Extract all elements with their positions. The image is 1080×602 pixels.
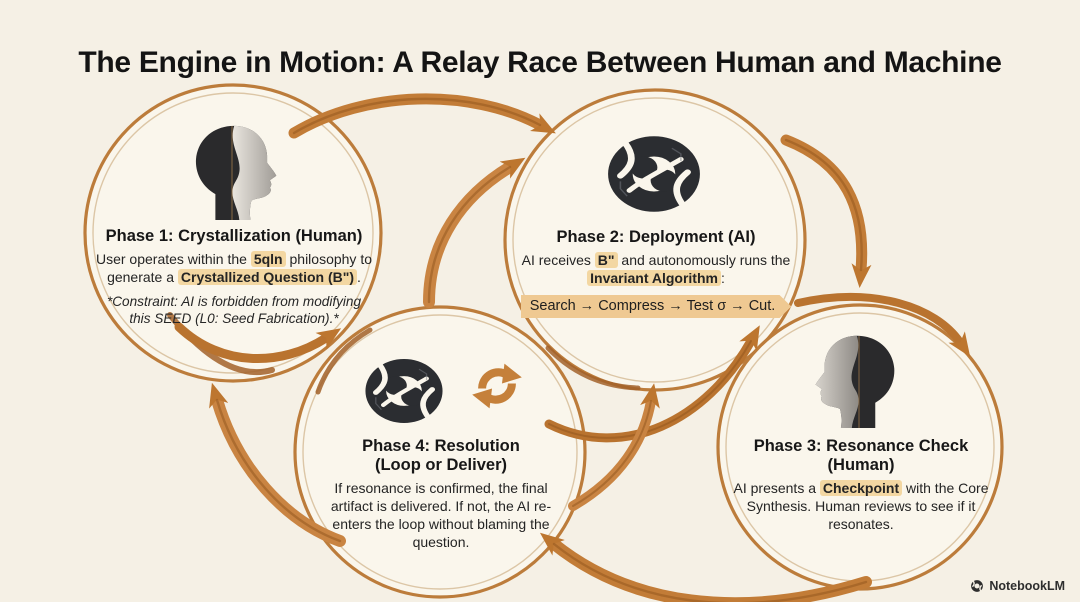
watermark-label: NotebookLM <box>989 579 1065 593</box>
phase-3-body: AI presents a Checkpoint with the Core S… <box>725 479 997 534</box>
flow-arrow-p1-to-p2 <box>288 93 556 139</box>
flow-arrow-p3-top-arc <box>794 293 971 357</box>
ai-swirl-circuit-icon <box>608 136 700 212</box>
phase-2-algorithm-banner: Search → Compress → Test σ → Cut. <box>521 295 792 319</box>
phase-1-highlight-5qln: 5qln <box>250 250 286 267</box>
phase-1-body: User operates within the 5qln philosophy… <box>95 250 373 287</box>
phase-3-card: Phase 3: Resonance Check (Human) AI pres… <box>725 437 997 534</box>
flow-arrow-p1-bottom-arc <box>174 322 342 363</box>
flow-arrow-p4-to-p1 <box>209 382 346 547</box>
phase-2-highlight-b: B" <box>594 251 618 268</box>
phase-3-text: with the Core Synthesis. Human reviews t… <box>746 479 989 532</box>
page-title: The Engine in Motion: A Relay Race Betwe… <box>78 46 1002 79</box>
human-ai-head-right-icon <box>195 125 277 220</box>
phase-3-title-line2: (Human) <box>827 455 895 474</box>
phase-2-card: Phase 2: Deployment (AI) AI receives B" … <box>515 228 797 318</box>
ai-swirl-circuit-icon <box>365 359 443 423</box>
human-ai-head-left-icon <box>815 335 895 428</box>
phase-2-text: : <box>720 269 725 286</box>
phase-1-constraint-note: *Constraint: AI is forbidden from modify… <box>106 293 362 327</box>
phase-2-highlight-invariant-algorithm: Invariant Algorithm <box>587 269 721 286</box>
flow-arrow-p4-right-up <box>568 383 660 511</box>
phase-1-circle <box>83 83 383 383</box>
flow-arrow-p2-to-p3 <box>780 134 872 288</box>
flow-arrow-p2-bottom-arc <box>544 325 760 443</box>
flow-arrow-p4-up-to-p2 <box>423 157 526 308</box>
relay-arrows <box>174 93 971 602</box>
phase-2-text: AI receives <box>521 251 595 268</box>
phase-4-card: Phase 4: Resolution (Loop or Deliver) If… <box>312 437 570 552</box>
phase-1-title: Phase 1: Crystallization (Human) <box>105 227 363 245</box>
phase-3-highlight-checkpoint: Checkpoint <box>819 479 903 496</box>
phase-1-text: . <box>357 268 361 285</box>
phase-2-text: and autonomously runs the <box>617 251 791 268</box>
flow-arrow-p3-to-p4 <box>539 532 872 602</box>
phase-3-title-line1: Phase 3: Resonance Check <box>753 437 969 455</box>
phase-4-title-line1: Phase 4: Resolution <box>362 437 520 455</box>
phase-4-body: If resonance is confirmed, the final art… <box>330 479 552 550</box>
loop-refresh-icon <box>472 363 522 409</box>
notebooklm-swirl-icon <box>971 580 984 592</box>
phase-3-title: Phase 3: Resonance Check (Human) <box>725 437 997 475</box>
phase-4-title-line2: (Loop or Deliver) <box>374 455 507 474</box>
phase-4-title: Phase 4: Resolution (Loop or Deliver) <box>312 437 570 475</box>
phase-2-body: AI receives B" and autonomously runs the… <box>515 251 797 288</box>
phase-2-title: Phase 2: Deployment (AI) <box>556 228 756 246</box>
phase-3-text: AI presents a <box>733 479 820 496</box>
phase-1-highlight-crystallized-question: Crystallized Question (B") <box>177 268 358 285</box>
phase-1-text: User operates within the <box>95 250 251 267</box>
phase-1-text: philosophy to generate a <box>107 250 373 285</box>
watermark: NotebookLM <box>970 579 1065 593</box>
phase-1-card: Phase 1: Crystallization (Human) User op… <box>95 227 373 328</box>
